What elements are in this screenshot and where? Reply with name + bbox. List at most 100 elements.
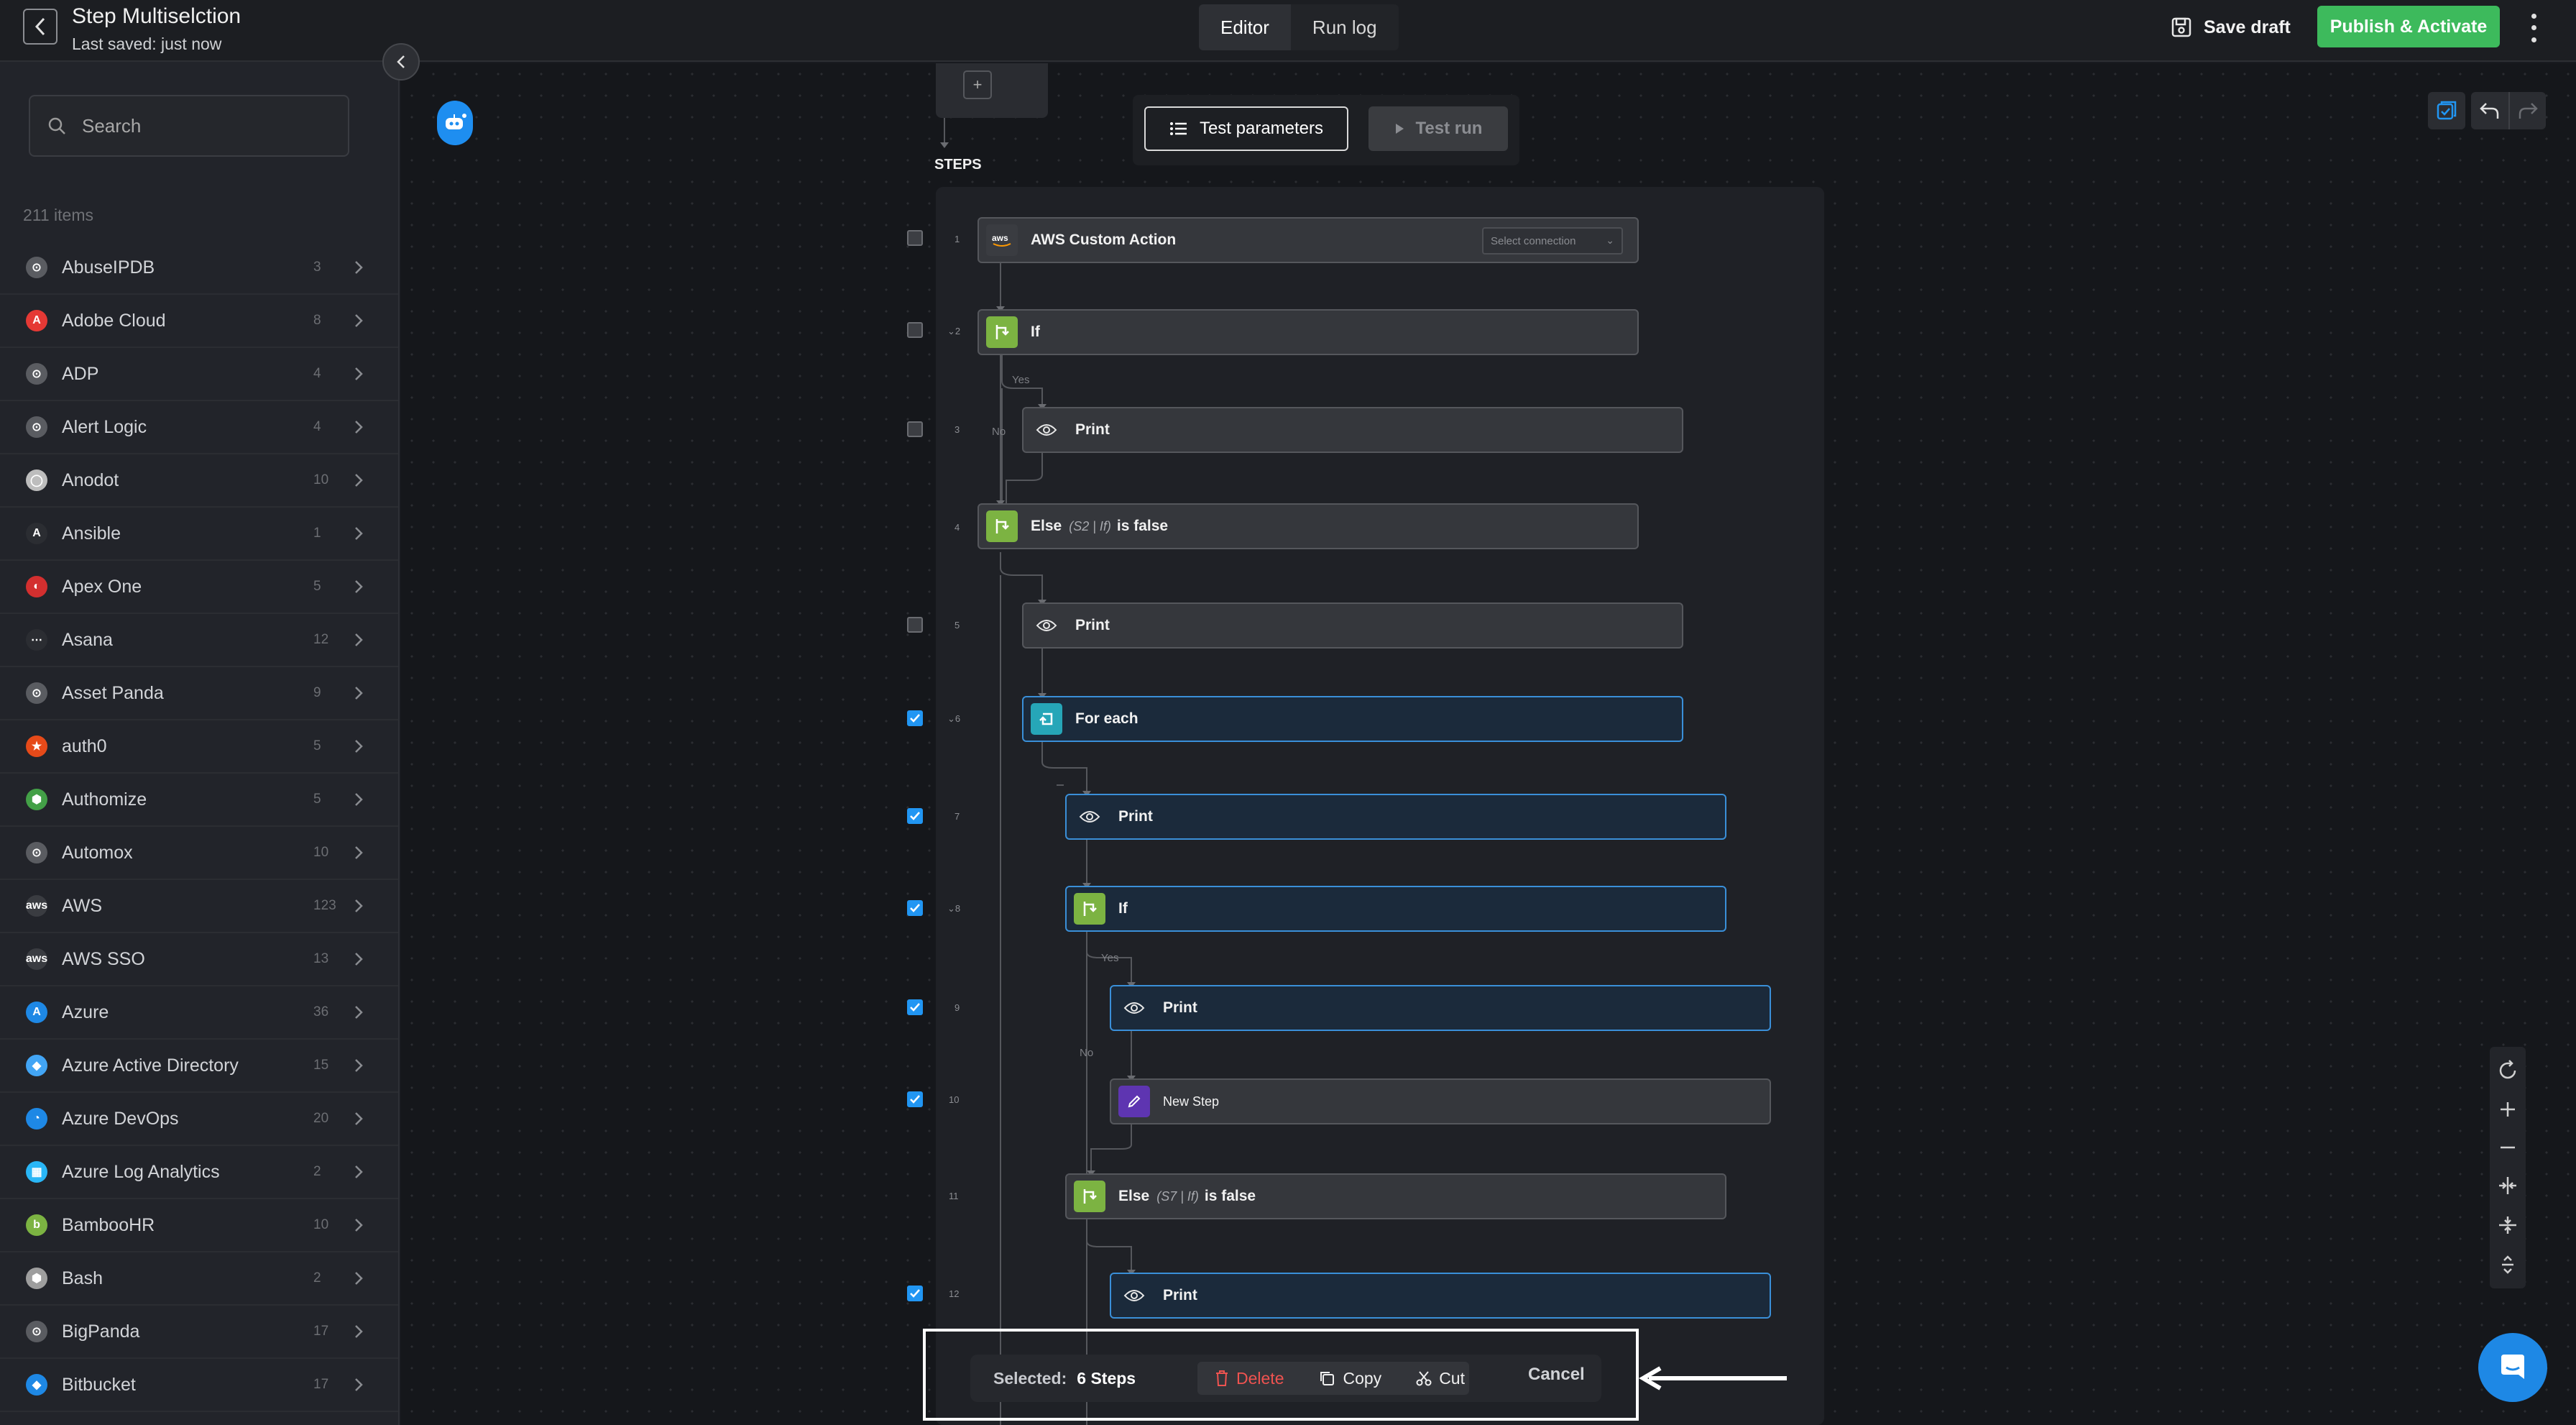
step-type-icon <box>1118 1086 1150 1117</box>
step-card-if[interactable]: If <box>1065 886 1726 932</box>
step-select-checkbox[interactable] <box>907 999 923 1015</box>
step-label: Print <box>1118 808 1153 825</box>
step-card-print[interactable]: Print <box>1065 794 1726 840</box>
expand-vertical-icon[interactable] <box>2498 1254 2518 1275</box>
save-draft-button[interactable]: Save draft <box>2171 7 2291 47</box>
search-input[interactable] <box>82 114 326 137</box>
step-select-checkbox[interactable] <box>907 1091 923 1107</box>
select-connection-dropdown[interactable]: Select connection⌄ <box>1482 227 1623 255</box>
step-select-checkbox[interactable] <box>907 230 923 246</box>
step-select-checkbox[interactable] <box>907 1286 923 1301</box>
chevron-right-icon <box>355 899 363 912</box>
step-condition-suffix: is false <box>1204 1188 1256 1204</box>
collapse-sidebar-button[interactable] <box>382 43 420 81</box>
step-select-checkbox[interactable] <box>907 808 923 824</box>
publish-activate-button[interactable]: Publish & Activate <box>2317 6 2500 47</box>
collapse-caret-icon[interactable]: ⌄ <box>947 713 955 724</box>
step-number-value: 9 <box>954 1002 960 1013</box>
integration-name: BigPanda <box>62 1321 140 1342</box>
add-trigger-step-button[interactable]: + <box>963 70 992 99</box>
pencil-icon <box>1128 1095 1141 1108</box>
integration-action-count: 4 <box>313 419 321 434</box>
step-label: If <box>1118 900 1128 917</box>
step-select-checkbox[interactable] <box>907 900 923 916</box>
step-card-print[interactable]: Print <box>1110 1273 1771 1319</box>
search-box[interactable] <box>29 95 349 157</box>
reset-view-icon[interactable] <box>2497 1060 2518 1081</box>
ai-assistant-button[interactable] <box>437 101 473 145</box>
copy-selected-button[interactable]: Copy <box>1301 1362 1399 1395</box>
undo-button[interactable] <box>2471 92 2508 129</box>
delete-selected-button[interactable]: Delete <box>1197 1362 1301 1395</box>
eye-icon <box>1036 620 1057 631</box>
multiselect-toggle-button[interactable] <box>2428 92 2465 129</box>
integration-action-count: 10 <box>313 845 329 860</box>
step-card-else[interactable]: Else(S2 | If)is false <box>978 503 1639 549</box>
fit-height-icon[interactable] <box>2497 1214 2518 1236</box>
step-select-checkbox[interactable] <box>907 617 923 633</box>
step-select-checkbox[interactable] <box>907 322 923 338</box>
tab-editor[interactable]: Editor <box>1199 4 1291 50</box>
step-card-print[interactable]: Print <box>1022 407 1683 453</box>
back-button[interactable] <box>23 9 58 45</box>
test-run-button[interactable]: Test run <box>1368 106 1508 151</box>
step-card-if[interactable]: If <box>978 309 1639 355</box>
step-number: ⌄2 <box>947 326 976 337</box>
checkmark-icon <box>910 1095 920 1104</box>
step-card-new[interactable]: New Step <box>1110 1078 1771 1124</box>
more-menu-icon[interactable] <box>2523 10 2544 46</box>
fit-width-icon[interactable] <box>2497 1175 2518 1196</box>
chevron-right-icon <box>355 846 363 859</box>
redo-button[interactable] <box>2508 92 2546 129</box>
step-select-checkbox[interactable] <box>907 421 923 437</box>
step-card-print[interactable]: Print <box>1022 602 1683 649</box>
cancel-selection-button[interactable]: Cancel <box>1528 1365 1585 1384</box>
zoom-out-icon[interactable] <box>2498 1137 2518 1158</box>
integration-name: BambooHR <box>62 1214 155 1235</box>
cut-selected-button[interactable]: Cut <box>1399 1362 1482 1395</box>
step-card-print[interactable]: Print <box>1110 985 1771 1031</box>
integration-action-count: 5 <box>313 738 321 753</box>
chevron-right-icon <box>355 1112 363 1125</box>
test-parameters-button[interactable]: Test parameters <box>1144 106 1348 151</box>
integration-action-count: 17 <box>313 1324 329 1339</box>
tab-run-log[interactable]: Run log <box>1290 4 1399 50</box>
step-type-icon <box>1118 992 1150 1024</box>
integration-action-count: 1 <box>313 526 321 541</box>
chat-support-button[interactable] <box>2478 1333 2547 1402</box>
collapse-caret-icon[interactable]: ⌄ <box>947 326 955 336</box>
chevron-right-icon <box>355 953 363 966</box>
chevron-right-icon <box>355 1325 363 1338</box>
collapse-caret-icon[interactable]: ⌄ <box>947 903 955 914</box>
step-card-foreach[interactable]: For each <box>1022 696 1683 742</box>
step-number-value: 7 <box>954 811 960 822</box>
zoom-controls <box>2490 1047 2526 1288</box>
zoom-in-icon[interactable] <box>2498 1099 2518 1119</box>
step-select-checkbox[interactable] <box>907 710 923 726</box>
step-card-else[interactable]: Else(S7 | If)is false <box>1065 1173 1726 1219</box>
workflow-title: Step Multiselction <box>72 4 242 28</box>
